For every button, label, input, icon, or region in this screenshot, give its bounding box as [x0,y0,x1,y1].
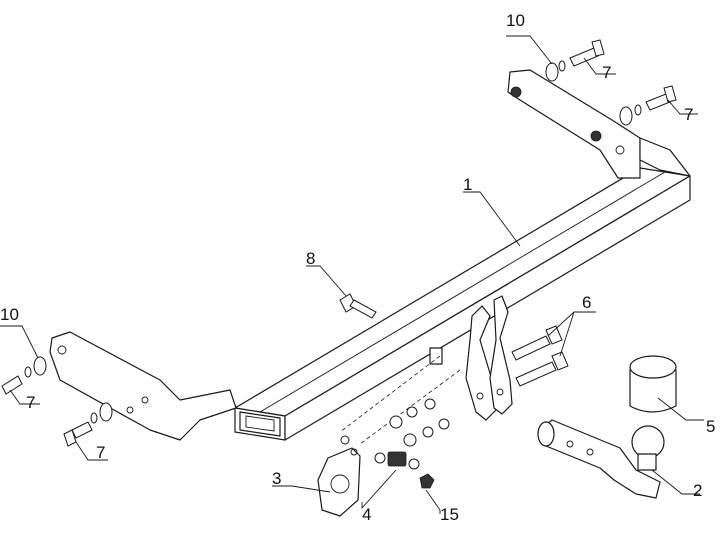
callout-15: 15 [440,505,459,524]
callout-4: 4 [362,505,371,524]
left-mounting-plate [49,331,237,441]
leader-lines [0,35,704,514]
ball-mount-bracket [429,295,513,421]
callout-2: 2 [693,481,702,500]
bolts-6 [511,325,569,387]
ball-cap [629,355,677,413]
callout-7-left-a: 7 [26,393,35,412]
bolt-8 [339,293,377,319]
callout-5: 5 [706,417,715,436]
ball-screw-set [374,451,420,470]
callout-3: 3 [272,469,281,488]
nuts-and-washers [389,398,450,447]
socket-plate [317,435,361,517]
main-crossbar [234,167,691,441]
tow-ball-neck [537,419,665,499]
callout-10-left: 10 [0,305,19,324]
nut-15 [419,473,435,489]
callouts: 1 2 3 4 5 6 7 7 7 7 8 10 10 15 [0,11,715,524]
callout-7-left-b: 7 [96,443,105,462]
callout-7-top-right-b: 7 [684,105,693,124]
left-hardware [1,356,113,447]
callout-7-top-right-a: 7 [602,63,611,82]
callout-10-top: 10 [506,11,525,30]
callout-8: 8 [306,249,315,268]
callout-1: 1 [463,175,472,194]
callout-6: 6 [582,293,591,312]
right-mounting-plate [507,69,691,179]
